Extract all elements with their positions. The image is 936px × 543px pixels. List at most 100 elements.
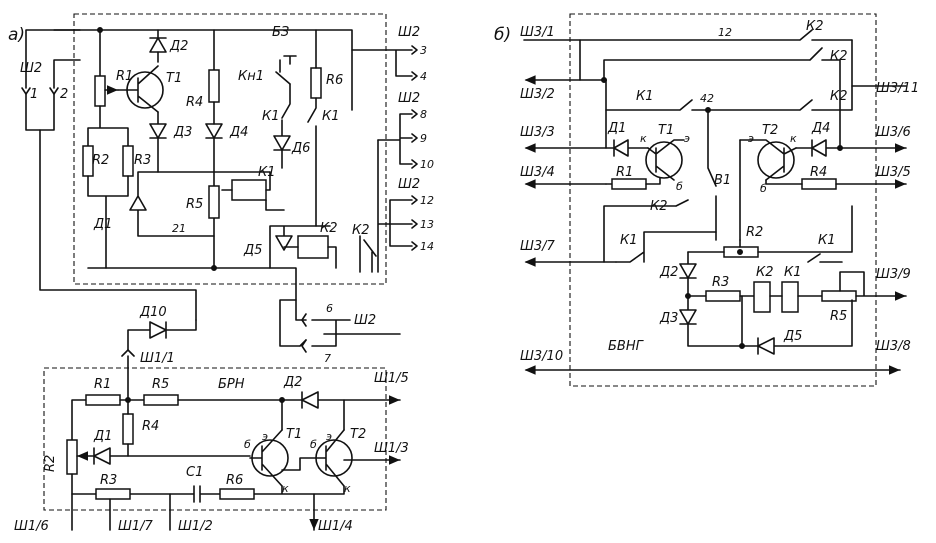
brn-c1-label: C1 — [186, 465, 203, 480]
bvng-r2-label: R2 — [746, 225, 763, 240]
bvng-r3 — [705, 290, 741, 302]
d5-label: Д5 — [243, 243, 262, 258]
brn-t2-base: б — [310, 438, 317, 451]
bvng-d1-label: Д1 — [607, 121, 626, 136]
out-9-label: 9 — [420, 132, 427, 145]
brn-d2 — [177, 392, 400, 408]
brn-r2-label: R2 — [43, 455, 58, 472]
t1-leads — [117, 65, 159, 113]
brn-r3 — [95, 488, 131, 500]
out-13-label: 13 — [420, 218, 434, 231]
bvng-t1-label: T1 — [658, 123, 674, 138]
bvng-t2-base: б — [760, 182, 767, 195]
bvng-r5-label: R5 — [830, 309, 847, 324]
bvng-k1-coil — [781, 281, 799, 313]
bottom-leads — [71, 493, 314, 530]
w3-3-label: Ш3/3 — [520, 125, 555, 140]
bvng-r3-label: R3 — [712, 275, 729, 290]
r4-resistor — [208, 69, 220, 103]
d2-label: Д2 — [169, 39, 188, 54]
bvng-d4-label: Д4 — [811, 121, 830, 136]
w3-11-label: Ш3/11 — [876, 81, 919, 96]
bvng-d2-label: Д2 — [659, 265, 678, 280]
k1-contact-b-label: К1 — [322, 109, 340, 124]
r4-label: R4 — [186, 95, 203, 110]
brn-w1-6-label: Ш1/6 — [14, 519, 49, 534]
k2-mid-label: К2 — [650, 199, 668, 214]
w3-6-label: Ш3/6 — [876, 125, 911, 140]
brn-w1-4-label: Ш1/4 — [318, 519, 353, 534]
connector-w2-label: Ш2 — [20, 61, 42, 76]
node-21-label: 21 — [172, 222, 186, 235]
k2-coil-label: К2 — [320, 221, 338, 236]
brn-d2-label: Д2 — [283, 375, 302, 390]
out-arrows-2 — [411, 109, 418, 169]
block-bvng-outline — [569, 13, 877, 387]
t2-leads — [739, 139, 797, 181]
block-brn: БРН R1 R5 Д2 Ш1/5 R4 R2 Д1 э б к T1 э б … — [14, 355, 409, 534]
block-bz-label: БЗ — [272, 25, 289, 40]
k1-left-label: К1 — [620, 233, 638, 248]
brn-t1-emitter: э — [262, 430, 268, 443]
r3-label: R3 — [134, 153, 151, 168]
node-42-label: 42 — [700, 92, 714, 105]
w3-2-label: Ш3/2 — [520, 87, 555, 102]
top-rail — [53, 29, 353, 111]
d10-diode — [127, 319, 197, 351]
block-brn-outline — [43, 367, 387, 511]
b1-switch — [707, 109, 741, 241]
bvng-t1-collector: к — [640, 132, 647, 145]
w2-bottom-label: Ш2 — [354, 313, 376, 328]
r3-resistor — [122, 145, 134, 177]
brn-d1 — [93, 447, 251, 465]
r5-label: R5 — [186, 197, 203, 212]
bvng-t1-emitter: э — [684, 132, 690, 145]
bvng-d5 — [741, 299, 853, 355]
wire — [71, 355, 129, 441]
w1-1-label: Ш1/1 — [140, 351, 175, 366]
w3-4-label: Ш3/4 — [520, 165, 555, 180]
bvng-r5 — [821, 290, 857, 302]
bvng-d4 — [795, 140, 906, 156]
wire — [377, 139, 413, 273]
k1-contact-a-label: К1 — [262, 109, 280, 124]
bottom-connector — [301, 313, 401, 353]
pin-6-label: 6 — [326, 302, 333, 315]
bvng-d3-label: Д3 — [659, 311, 678, 326]
brn-r4 — [122, 413, 134, 445]
brn-r4-label: R4 — [142, 419, 159, 434]
out-4-label: 4 — [420, 70, 427, 83]
block-bz-outline — [73, 13, 387, 285]
panel-a-tag: а) — [8, 25, 25, 45]
panel-b: б) БВНГ Ш3/1 Ш3/2 Ш3/3 Ш3/4 Ш3/7 Ш3/10 1… — [97, 13, 919, 403]
bvng-t2 — [757, 141, 795, 179]
k2-coil — [297, 235, 329, 259]
b1-label: В1 — [714, 173, 731, 188]
w3-7-label: Ш3/7 — [520, 239, 556, 254]
brn-t1-base: б — [244, 438, 251, 451]
bvng-d1 — [605, 79, 649, 157]
kn1-label: Кн1 — [238, 69, 264, 84]
t1-label: T1 — [166, 71, 182, 86]
pin-2-label: 2 — [60, 87, 68, 102]
w3-9-label: Ш3/9 — [876, 267, 911, 282]
brn-w1-2-label: Ш1/2 — [178, 519, 213, 534]
bvng-k1-coil-label: К1 — [784, 265, 802, 280]
bvng-d5-label: Д5 — [783, 329, 802, 344]
bvng-t2-label: T2 — [762, 123, 778, 138]
node-12-label: 12 — [718, 26, 732, 39]
wire — [87, 175, 129, 269]
d10-label: Д10 — [139, 305, 167, 320]
brn-w1-5-label: Ш1/5 — [374, 371, 409, 386]
brn-r5 — [143, 394, 179, 406]
d3-diode — [149, 111, 167, 173]
out-arrows — [411, 45, 418, 81]
wire — [281, 83, 291, 119]
t1-leads — [647, 139, 685, 181]
input-wires — [25, 29, 81, 131]
t2-leads — [281, 429, 345, 487]
bvng-r1 — [611, 178, 647, 190]
bvng-r1-label: R1 — [616, 165, 633, 180]
bvng-t1-base: б — [676, 180, 683, 193]
